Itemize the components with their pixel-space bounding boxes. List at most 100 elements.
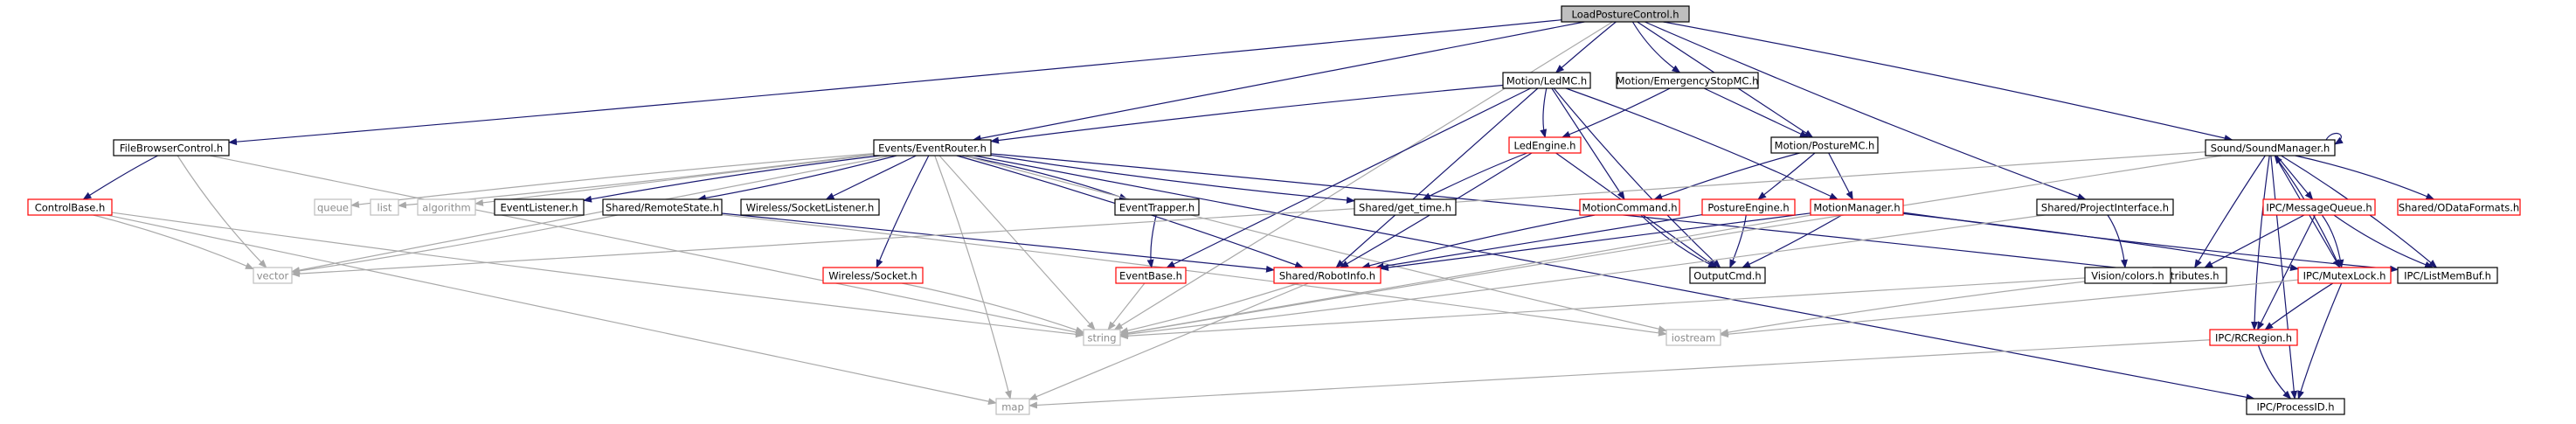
node-label-estopmc: Motion/EmergencyStopMC.h (1617, 75, 1759, 87)
node-outputcmd[interactable]: OutputCmd.h (1689, 267, 1766, 284)
node-ledengine[interactable]: LedEngine.h (1508, 136, 1582, 154)
edge-posturemc-to-postureengine (1757, 152, 1816, 200)
edge-root-to-ledmc (1555, 21, 1617, 73)
node-box-odataformats (2397, 198, 2521, 216)
node-box-vector (253, 267, 293, 284)
edge-messagequeue-to-rcregion (2256, 214, 2316, 330)
edge-ledmc-to-outputcmd (1553, 87, 1721, 268)
edge-eventrouter-to-processid (973, 155, 2255, 401)
edge-eventbase-to-string (1107, 282, 1146, 330)
node-soundmgr[interactable]: Sound/SoundManager.h (2205, 139, 2336, 156)
node-label-ledmc: Motion/LedMC.h (1506, 75, 1587, 87)
node-box-messagequeue (2262, 198, 2376, 216)
dependency-edges (82, 19, 2438, 409)
node-box-eventbase (1115, 267, 1187, 284)
node-box-filebrowser (113, 139, 230, 156)
node-rcregion[interactable]: IPC/RCRegion.h (2209, 329, 2298, 346)
node-odataformats[interactable]: Shared/ODataFormats.h (2397, 198, 2521, 216)
edge-root-to-projectiface (1645, 21, 2087, 200)
node-map[interactable]: map (995, 398, 1030, 415)
node-vector[interactable]: vector (253, 267, 293, 284)
edge-eventrouter-to-map (934, 155, 1012, 400)
node-attributes[interactable]: attributes.h (2152, 267, 2227, 284)
edge-ledmc-to-motionmanager (1565, 87, 1839, 200)
edge-posturemc-to-motionmanager (1828, 152, 1853, 200)
node-box-eventlistener (494, 198, 585, 216)
node-socketlistener[interactable]: Wireless/SocketListener.h (740, 198, 880, 216)
node-box-string (1083, 329, 1121, 346)
node-label-projectiface: Shared/ProjectInterface.h (2041, 202, 2169, 214)
node-messagequeue[interactable]: IPC/MessageQueue.h (2262, 198, 2376, 216)
edge-soundmgr-to-soundmgr (2325, 132, 2344, 145)
node-box-list (370, 198, 399, 216)
node-list[interactable]: list (370, 198, 399, 216)
node-label-map: map (1001, 401, 1024, 414)
edge-soundmgr-to-vector (291, 151, 2206, 278)
edge-messagequeue-to-listmembuf (2333, 214, 2434, 268)
edge-robotinfo-to-string (1119, 282, 1299, 335)
edge-projectiface-to-visioncolors (2107, 214, 2128, 268)
node-label-iostream: iostream (1672, 332, 1716, 344)
node-eventlistener[interactable]: EventListener.h (494, 198, 585, 216)
edge-messagequeue-to-attributes (2204, 214, 2305, 268)
edge-motionmanager-to-outputcmd (1742, 214, 1843, 268)
node-box-socketlistener (740, 198, 880, 216)
node-box-remotestate (602, 198, 723, 216)
node-label-list: list (377, 202, 392, 214)
edge-motionmanager-to-listmembuf (1902, 212, 2399, 273)
node-eventtrapper[interactable]: EventTrapper.h (1114, 198, 1200, 216)
node-label-odataformats: Shared/ODataFormats.h (2399, 202, 2519, 214)
node-string[interactable]: string (1083, 329, 1121, 346)
node-mutexlock[interactable]: IPC/MutexLock.h (2297, 267, 2392, 284)
node-listmembuf[interactable]: IPC/ListMemBuf.h (2397, 267, 2498, 284)
edge-root-to-eventrouter (972, 21, 1585, 142)
node-controlbase[interactable]: ControlBase.h (27, 198, 113, 216)
edge-messagequeue-to-mutexlock (2321, 214, 2344, 268)
node-visioncolors[interactable]: Vision/colors.h (2084, 267, 2171, 284)
node-label-eventlistener: EventListener.h (500, 202, 578, 214)
node-filebrowser[interactable]: FileBrowserControl.h (113, 139, 230, 156)
node-getttime[interactable]: Shared/get_time.h (1354, 198, 1457, 216)
edge-root-to-estopmc (1631, 21, 1681, 73)
node-iostream[interactable]: iostream (1665, 329, 1721, 346)
edge-estopmc-to-posturemc (1703, 87, 1809, 138)
edge-estopmc-to-ledengine (1561, 87, 1671, 138)
edge-mutexlock-to-processid (2297, 282, 2343, 400)
node-box-map (995, 398, 1030, 415)
node-algorithm[interactable]: algorithm (417, 198, 476, 216)
node-eventbase[interactable]: EventBase.h (1115, 267, 1187, 284)
node-queue[interactable]: queue (314, 198, 352, 216)
node-processid[interactable]: IPC/ProcessID.h (2246, 398, 2345, 415)
node-ledmc[interactable]: Motion/LedMC.h (1502, 72, 1591, 89)
edge-eventrouter-to-eventtrapper (961, 155, 1128, 200)
edge-eventrouter-to-wsocket (876, 155, 930, 268)
edge-soundmgr-to-odataformats (2295, 155, 2435, 200)
edge-rcregion-to-processid (2257, 344, 2292, 400)
edge-eventrouter-to-attributes (990, 153, 2154, 275)
edge-controlbase-to-map (107, 214, 997, 406)
node-motioncommand[interactable]: MotionCommand.h (1579, 198, 1680, 216)
edge-mutexlock-to-iostream (1720, 279, 2299, 338)
edge-filebrowser-to-controlbase (82, 155, 158, 200)
node-postureengine[interactable]: PostureEngine.h (1701, 198, 1796, 216)
node-motionmanager[interactable]: MotionManager.h (1810, 198, 1904, 216)
node-box-outputcmd (1689, 267, 1766, 284)
node-remotestate[interactable]: Shared/RemoteState.h (602, 198, 723, 216)
node-robotinfo[interactable]: Shared/RobotInfo.h (1273, 267, 1381, 284)
edge-eventrouter-to-string (938, 155, 1096, 330)
node-box-rcregion (2209, 329, 2298, 346)
node-root[interactable]: LoadPostureControl.h (1561, 5, 1690, 23)
node-wsocket[interactable]: Wireless/Socket.h (822, 267, 924, 284)
node-estopmc[interactable]: Motion/EmergencyStopMC.h (1616, 72, 1759, 89)
edge-wsocket-to-string (902, 282, 1084, 334)
node-box-ledmc (1502, 72, 1591, 89)
node-label-wsocket: Wireless/Socket.h (828, 270, 917, 282)
node-label-attributes: attributes.h (2160, 270, 2219, 282)
node-box-estopmc (1616, 72, 1759, 89)
node-eventrouter[interactable]: Events/EventRouter.h (873, 139, 992, 156)
node-label-filebrowser: FileBrowserControl.h (120, 142, 223, 155)
node-projectiface[interactable]: Shared/ProjectInterface.h (2036, 198, 2174, 216)
edge-soundmgr-to-string (1119, 155, 2222, 337)
node-posturemc[interactable]: Motion/PostureMC.h (1770, 136, 1879, 154)
node-box-motionmanager (1810, 198, 1904, 216)
